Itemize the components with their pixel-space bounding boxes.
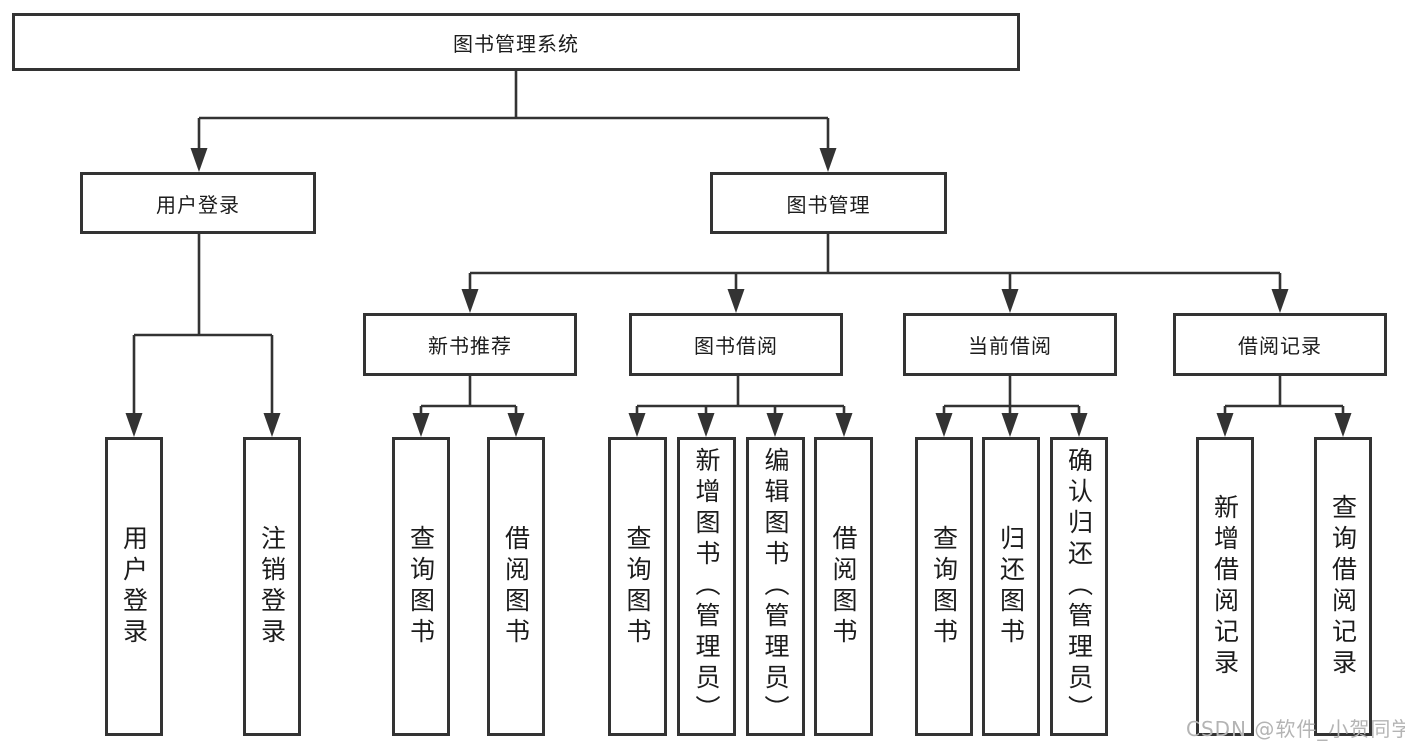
- leaf-borrow-query-books: 查询图书: [608, 437, 667, 736]
- node-group-book-borrow: 图书借阅: [629, 313, 843, 376]
- leaf-borrow-edit-books-admin-label: 编辑图书（管理员）: [761, 447, 790, 726]
- leaf-records-query-record: 查询借阅记录: [1314, 437, 1372, 736]
- leaf-logout: 注销登录: [243, 437, 301, 736]
- csdn-watermark: CSDN @软件_小贺同学: [1186, 717, 1405, 741]
- leaf-borrow-borrow-books: 借阅图书: [814, 437, 873, 736]
- leaf-borrow-edit-books-admin: 编辑图书（管理员）: [746, 437, 805, 736]
- leaf-borrow-borrow-books-label: 借阅图书: [829, 524, 858, 649]
- node-group-current-borrow: 当前借阅: [903, 313, 1117, 376]
- leaf-user-login: 用户登录: [105, 437, 163, 736]
- node-root-label: 图书管理系统: [453, 31, 579, 56]
- node-group-new-book-recommend: 新书推荐: [363, 313, 577, 376]
- leaf-records-query-record-label: 查询借阅记录: [1328, 493, 1358, 680]
- leaf-recommend-query-books-label: 查询图书: [406, 524, 436, 649]
- node-user-login-branch-label: 用户登录: [156, 192, 240, 217]
- leaf-records-add-record-label: 新增借阅记录: [1210, 493, 1240, 680]
- leaf-borrow-add-books-admin-label: 新增图书（管理员）: [692, 447, 721, 726]
- leaf-current-confirm-return-admin: 确认归还（管理员）: [1050, 437, 1108, 736]
- leaf-recommend-borrow-books-label: 借阅图书: [501, 524, 531, 649]
- leaf-current-return-books: 归还图书: [982, 437, 1040, 736]
- node-user-login-branch: 用户登录: [80, 172, 316, 234]
- leaf-logout-label: 注销登录: [257, 524, 287, 649]
- leaf-current-confirm-return-admin-label: 确认归还（管理员）: [1064, 447, 1094, 726]
- node-group-borrow-records: 借阅记录: [1173, 313, 1387, 376]
- group-new-book-recommend-label: 新书推荐: [428, 334, 512, 358]
- leaf-user-login-label: 用户登录: [119, 524, 149, 649]
- leaf-recommend-query-books: 查询图书: [392, 437, 450, 736]
- leaf-recommend-borrow-books: 借阅图书: [487, 437, 545, 736]
- group-book-borrow-label: 图书借阅: [694, 334, 778, 358]
- node-book-management-branch: 图书管理: [710, 172, 947, 234]
- leaf-current-query-books-label: 查询图书: [929, 524, 959, 649]
- leaf-records-add-record: 新增借阅记录: [1196, 437, 1254, 736]
- group-current-borrow-label: 当前借阅: [968, 334, 1052, 358]
- leaf-borrow-query-books-label: 查询图书: [623, 524, 652, 649]
- leaf-current-query-books: 查询图书: [915, 437, 973, 736]
- arrowhead-group: [125, 148, 1352, 437]
- node-book-management-branch-label: 图书管理: [786, 192, 871, 217]
- node-root-system: 图书管理系统: [12, 13, 1020, 71]
- leaf-current-return-books-label: 归还图书: [996, 524, 1026, 649]
- leaf-borrow-add-books-admin: 新增图书（管理员）: [677, 437, 736, 736]
- group-borrow-records-label: 借阅记录: [1238, 334, 1322, 358]
